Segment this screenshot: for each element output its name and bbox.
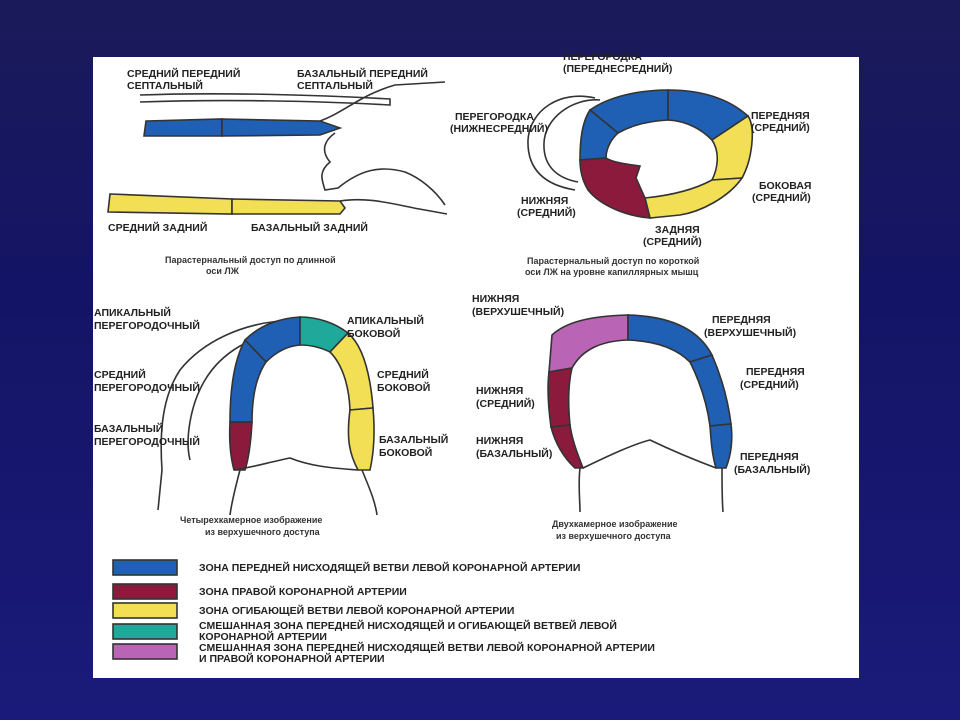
a4c-basal-septal-segment: [228, 421, 253, 471]
plax-label-bas-post: БАЗАЛЬНЫЙ ЗАДНИЙ: [251, 221, 368, 234]
a4c-label-bas-sept-2: ПЕРЕГОРОДОЧНЫЙ: [94, 435, 200, 448]
a4c-label-mid-sept-1: СРЕДНИЙ: [94, 368, 146, 381]
legend-swatch-cx: [112, 602, 178, 619]
legend-text-mixed-lad-cx-1: СМЕШАННАЯ ЗОНА ПЕРЕДНЕЙ НИСХОДЯЩЕЙ И ОГИ…: [199, 619, 617, 632]
a4c-label-mid-sept-2: ПЕРЕГОРОДОЧНЫЙ: [94, 381, 200, 394]
psax-label-post-2: (СРЕДНИЙ): [643, 235, 702, 248]
a2c-view: НИЖНЯЯ (ВЕРХУШЕЧНЫЙ) НИЖНЯЯ (СРЕДНИЙ) НИ…: [472, 293, 810, 541]
a2c-basal-inferior-segment: [549, 424, 585, 469]
a4c-label-apical-lat-2: БОКОВОЙ: [347, 327, 400, 340]
psax-rv-inner: [543, 99, 601, 183]
legend-text-mixed-lad-rca-2: И ПРАВОЙ КОРОНАРНОЙ АРТЕРИИ: [199, 652, 385, 665]
psax-inferior-segment: [579, 157, 652, 219]
psax-view: ПЕРЕГОРОДКА (ПЕРЕДНЕСРЕДНИЙ) ПЕРЕГОРОДКА…: [450, 51, 811, 277]
a2c-label-inf-apical-1: НИЖНЯЯ: [472, 293, 519, 305]
psax-label-sept-ant-2: (ПЕРЕДНЕСРЕДНИЙ): [563, 62, 672, 75]
a2c-label-inf-apical-2: (ВЕРХУШЕЧНЫЙ): [472, 305, 564, 318]
a4c-mid-lateral-segment: [328, 331, 374, 411]
plax-septum-outline: [139, 92, 391, 106]
legend-text-rca: ЗОНА ПРАВОЙ КОРОНАРНОЙ АРТЕРИИ: [199, 585, 407, 598]
a4c-rv-outer: [157, 319, 301, 511]
a2c-atrium-outline: [578, 439, 724, 513]
a2c-mid-anterior-segment: [688, 354, 732, 427]
legend-text-lad: ЗОНА ПЕРЕДНЕЙ НИСХОДЯЩЕЙ ВЕТВИ ЛЕВОЙ КОР…: [199, 561, 580, 574]
a2c-label-ant-mid-1: ПЕРЕДНЯЯ: [746, 366, 805, 378]
psax-caption-1: Парастернальный доступ по короткой: [527, 256, 699, 266]
a4c-caption-1: Четырехкамерное изображение: [180, 515, 322, 525]
legend-text-cx: ЗОНА ОГИБАЮЩЕЙ ВЕТВИ ЛЕВОЙ КОРОНАРНОЙ АР…: [199, 604, 514, 617]
psax-label-sept-inf-1: ПЕРЕГОРОДКА: [455, 111, 534, 123]
psax-label-sept-ant-1: ПЕРЕГОРОДКА: [563, 51, 642, 63]
psax-label-inf-2: (СРЕДНИЙ): [517, 206, 576, 219]
plax-caption-1: Парастернальный доступ по длинной: [165, 255, 336, 265]
plax-label-mid-post: СРЕДНИЙ ЗАДНИЙ: [108, 221, 207, 234]
a2c-mid-inferior-segment: [547, 367, 574, 428]
a2c-label-ant-bas-2: (БАЗАЛЬНЫЙ): [734, 463, 810, 476]
a4c-view: АПИКАЛЬНЫЙ ПЕРЕГОРОДОЧНЫЙ СРЕДНИЙ ПЕРЕГО…: [94, 306, 448, 537]
a2c-caption-2: из верхушечного доступа: [556, 531, 672, 541]
legend-text-mixed-lad-cx-2: КОРОНАРНОЙ АРТЕРИИ: [199, 630, 327, 643]
legend-swatch-mixed-lad-cx: [112, 623, 178, 640]
a4c-label-apical-lat-1: АПИКАЛЬНЫЙ: [347, 314, 424, 327]
a4c-label-mid-lat-1: СРЕДНИЙ: [377, 368, 429, 381]
a2c-basal-anterior-segment: [709, 423, 733, 469]
a4c-label-bas-lat-2: БОКОВОЙ: [379, 446, 432, 459]
a4c-label-bas-sept-1: БАЗАЛЬНЫЙ: [94, 422, 163, 435]
a2c-caption-1: Двухкамерное изображение: [552, 519, 678, 529]
legend: ЗОНА ПЕРЕДНЕЙ НИСХОДЯЩЕЙ ВЕТВИ ЛЕВОЙ КОР…: [112, 559, 655, 665]
plax-mid-posterior-segment: [107, 193, 233, 215]
psax-rv-outer: [527, 95, 596, 191]
a2c-label-ant-bas-1: ПЕРЕДНЯЯ: [740, 451, 799, 463]
a4c-label-bas-lat-1: БАЗАЛЬНЫЙ: [379, 433, 448, 446]
psax-posterior-segment: [643, 177, 744, 219]
a2c-apical-anterior-segment: [627, 314, 714, 363]
plax-caption-2: оси ЛЖ: [206, 266, 240, 276]
plax-atrium-outline: [339, 198, 448, 215]
plax-label-bas-ant-sept-1: БАЗАЛЬНЫЙ ПЕРЕДНИЙ: [297, 67, 428, 80]
legend-swatch-lad: [112, 559, 178, 576]
plax-aorta-outline: [319, 81, 446, 206]
a4c-label-mid-lat-2: БОКОВОЙ: [377, 381, 430, 394]
a2c-label-inf-mid-2: (СРЕДНИЙ): [476, 397, 535, 410]
plax-label-mid-ant-sept-1: СРЕДНИЙ ПЕРЕДНИЙ: [127, 67, 240, 80]
plax-label-mid-ant-sept-2: СЕПТАЛЬНЫЙ: [127, 79, 203, 92]
psax-label-lat-2: (СРЕДНИЙ): [752, 191, 811, 204]
plax-basal-anterior-septal-segment: [221, 118, 343, 137]
plax-mid-anterior-septal-segment: [143, 118, 223, 137]
a2c-label-ant-mid-2: (СРЕДНИЙ): [740, 378, 799, 391]
a2c-label-ant-apical-1: ПЕРЕДНЯЯ: [712, 314, 771, 326]
legend-text-mixed-lad-rca-1: СМЕШАННАЯ ЗОНА ПЕРЕДНЕЙ НИСХОДЯЩЕЙ ВЕТВИ…: [199, 641, 655, 654]
a4c-label-apical-sept-2: ПЕРЕГОРОДОЧНЫЙ: [94, 319, 200, 332]
psax-caption-2: оси ЛЖ на уровне капиллярных мышц: [525, 267, 699, 277]
plax-view: СРЕДНИЙ ПЕРЕДНИЙ СЕПТАЛЬНЫЙ БАЗАЛЬНЫЙ ПЕ…: [107, 67, 448, 276]
psax-label-inf-1: НИЖНЯЯ: [521, 195, 568, 207]
legend-swatch-rca: [112, 583, 178, 600]
a2c-apical-inferior-segment: [548, 314, 629, 373]
plax-label-bas-ant-sept-2: СЕПТАЛЬНЫЙ: [297, 79, 373, 92]
psax-label-ant-1: ПЕРЕДНЯЯ: [751, 110, 810, 122]
a4c-basal-lateral-segment: [347, 407, 375, 471]
a2c-label-inf-mid-1: НИЖНЯЯ: [476, 385, 523, 397]
a4c-atria-outline: [229, 457, 378, 516]
plax-basal-posterior-segment: [231, 198, 347, 215]
a4c-label-apical-sept-1: АПИКАЛЬНЫЙ: [94, 306, 171, 319]
a2c-label-inf-bas-2: (БАЗАЛЬНЫЙ): [476, 447, 552, 460]
psax-label-sept-inf-2: (НИЖНЕСРЕДНИЙ): [450, 122, 548, 135]
psax-label-ant-2: (СРЕДНИЙ): [751, 121, 810, 134]
a2c-label-inf-bas-1: НИЖНЯЯ: [476, 435, 523, 447]
psax-label-lat-1: БОКОВАЯ: [759, 180, 811, 192]
a4c-caption-2: из верхушечного доступа: [205, 527, 321, 537]
psax-label-post-1: ЗАДНЯЯ: [655, 224, 700, 236]
a2c-label-ant-apical-2: (ВЕРХУШЕЧНЫЙ): [704, 326, 796, 339]
legend-swatch-mixed-lad-rca: [112, 643, 178, 660]
